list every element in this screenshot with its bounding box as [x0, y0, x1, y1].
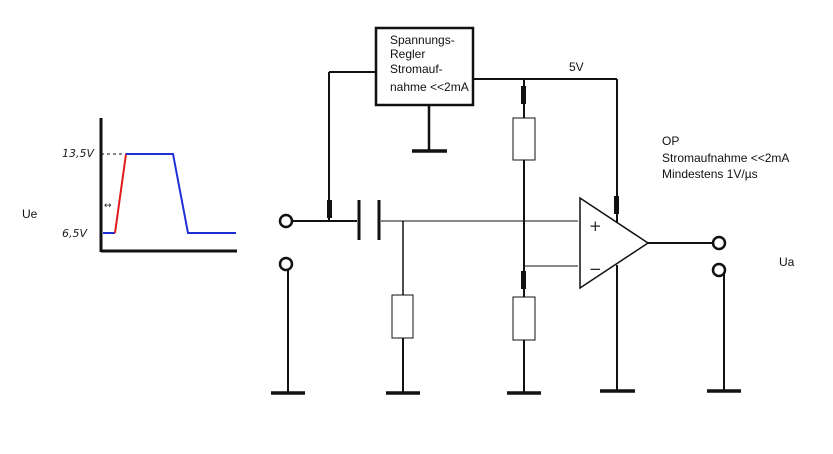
graph-rise-arrow: ↔ — [104, 201, 112, 211]
opamp-minus-sign: − — [589, 260, 602, 278]
waveform-rising-edge — [114, 153, 127, 234]
pulldown-resistor — [391, 294, 414, 339]
input-terminal-bottom — [278, 256, 294, 272]
junction-regulator-feed — [327, 200, 332, 218]
output-terminal-top — [711, 235, 727, 251]
junction-opamp-supply — [614, 196, 619, 214]
opamp-text-1: OP — [662, 134, 679, 148]
regulator-text-1: Spannungs- — [390, 33, 455, 47]
supply-label: 5V — [569, 60, 584, 74]
graph-label-low: 6,5V — [62, 227, 88, 240]
junction-divider-bottom — [521, 271, 526, 289]
opamp-triangle — [579, 196, 650, 290]
graph-label-high: 13,5V — [62, 147, 95, 160]
input-label: Ue — [22, 207, 38, 221]
input-waveform-graph: 13,5V 6,5V ↔ — [62, 118, 237, 253]
junction-divider-top — [521, 86, 526, 104]
voltage-regulator-box — [374, 26, 475, 107]
opamp-text-2: Stromaufnahme <<2mA — [662, 151, 789, 165]
waveform-pulse — [126, 153, 236, 234]
opamp-plus-sign: + — [589, 217, 602, 235]
regulator-text-2: Regler — [390, 47, 425, 61]
output-terminal-bottom — [711, 262, 727, 278]
opamp-text-3: Mindestens 1V/µs — [662, 167, 758, 181]
divider-resistor-top — [512, 117, 536, 161]
divider-resistor-bottom — [512, 296, 536, 341]
regulator-text-4: nahme <<2mA — [390, 80, 469, 94]
regulator-text-3: Stromauf- — [390, 62, 443, 76]
output-label: Ua — [779, 255, 795, 269]
input-terminal-top — [278, 213, 294, 229]
